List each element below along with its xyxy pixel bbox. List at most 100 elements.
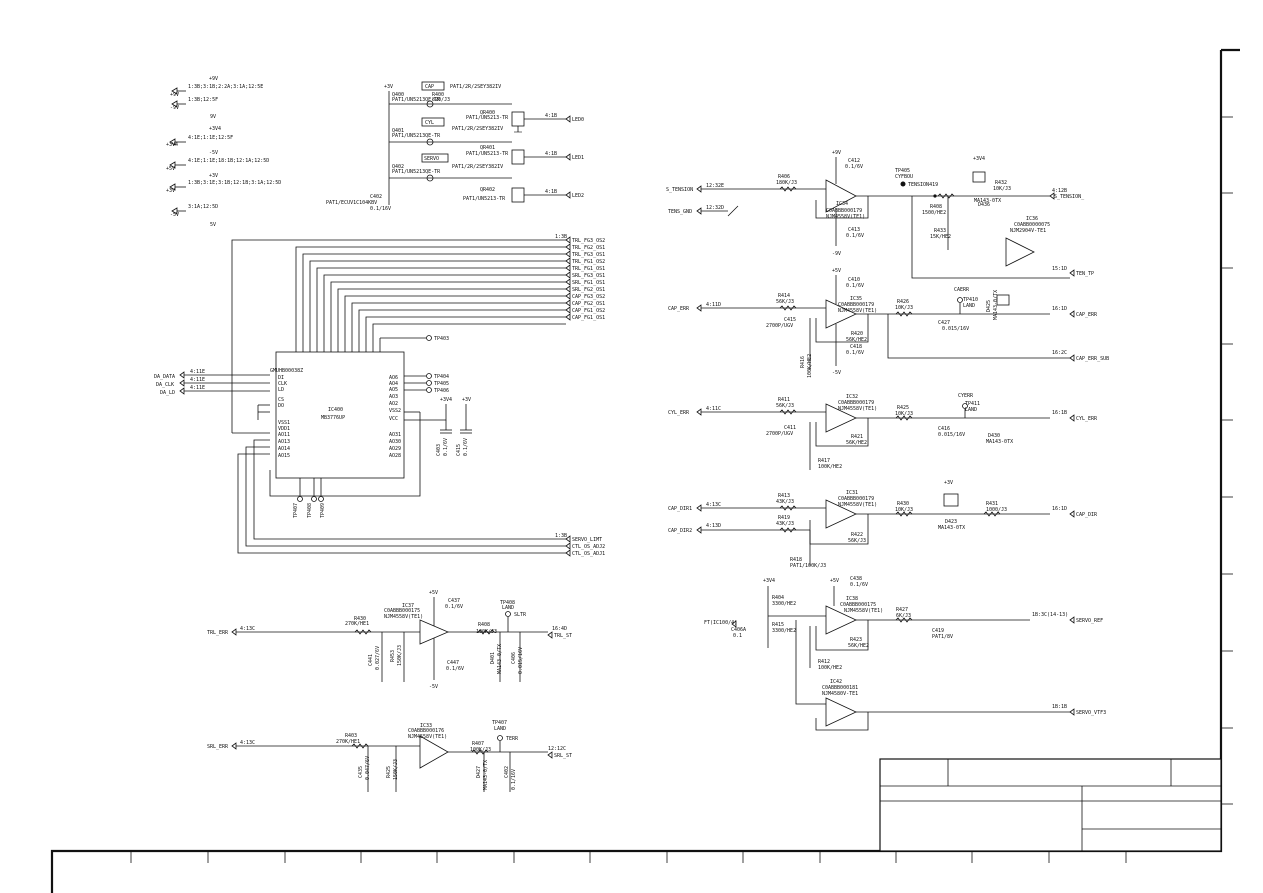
schematic-label: D401: [490, 652, 496, 664]
schematic-label: 43K/J3: [776, 499, 794, 505]
schematic-label: R430: [354, 616, 366, 622]
servo-ref-in-net: FT(IC100/4): [704, 620, 737, 626]
tension-in-net: S_TENSION: [666, 187, 693, 193]
schematic-label: 0.1: [733, 633, 742, 639]
cap-dir-out-net: CAP_DIR: [1076, 512, 1098, 518]
schematic-label: 1:3B: [555, 533, 567, 539]
schematic-label: C447: [447, 660, 459, 666]
schematic-label: 0.1/6V: [446, 666, 464, 672]
led-r: R400: [432, 92, 444, 98]
schematic-label: 4:12B: [1052, 188, 1067, 194]
cap-err-section: CAP_ERR 4:11D R414 56K/J3 C415 2700P/UGV…: [668, 268, 1109, 378]
schematic-label: C418: [850, 344, 862, 350]
schematic-label: SRL_FG1_OS1: [572, 280, 605, 286]
schematic-label: LAND: [502, 605, 514, 611]
led-ref: 4:1B: [545, 189, 557, 195]
led-q: Q402: [392, 164, 404, 170]
dac-testpoints: TP403 TP404 TP405 TP406 TP407 TP408 TP40…: [293, 335, 449, 518]
schematic-label: R422: [851, 532, 863, 538]
schematic-label: R408: [478, 622, 490, 628]
schematic-label: +5V: [830, 578, 839, 584]
led-qapart: PAT1/UN5213-TR: [466, 115, 509, 121]
led-tag: CAP: [425, 84, 434, 90]
schematic-label: +3V4: [440, 397, 452, 403]
schematic-label: IC31: [846, 490, 858, 496]
led-part: PAT1/2R/2SEY382IV: [452, 126, 503, 132]
schematic-label: 270K/HE1: [345, 621, 369, 627]
schematic-label: 100K/HE2: [818, 665, 842, 671]
schematic-label: TP407: [293, 503, 299, 518]
schematic-label: R426: [897, 299, 909, 305]
schematic-label: 56K/HE2: [846, 337, 867, 343]
schematic-label: 12:32E: [706, 183, 724, 189]
led-tag-box: [421, 81, 445, 91]
schematic-label: C410: [848, 277, 860, 283]
schematic-label: C0ABBB000181: [822, 685, 858, 691]
schematic-label: IC35: [850, 296, 862, 302]
servo-ref-out2-net: SERVO_VTF3: [1076, 710, 1106, 716]
schematic-label: CLK: [278, 381, 287, 387]
schematic-label: R416: [800, 356, 806, 368]
schematic-label: AO4: [389, 381, 398, 387]
schematic-label: AO28: [389, 453, 401, 459]
schematic-label: IC34: [836, 201, 848, 207]
srl-opamp: [419, 735, 449, 769]
schematic-label: NJM4558V(TE1): [844, 608, 883, 614]
schematic-label: 3300/HE2: [772, 628, 796, 634]
schematic-label: 16:1D: [1052, 306, 1067, 312]
srl-amp-section: SRL_ERR 4:13C R403 270K/HE1 IC33 C0ABBB0…: [207, 720, 572, 792]
schematic-label: R425: [897, 405, 909, 411]
schematic-label: TP403: [434, 336, 449, 342]
schematic-label: R403: [345, 733, 357, 739]
schematic-label: TP411: [965, 401, 980, 407]
schematic-label: C438: [850, 576, 862, 582]
schematic-label: C0ABBB000175: [840, 602, 876, 608]
led-cap-val2: 0.1/16V: [370, 206, 391, 212]
schematic-label: TP404: [434, 374, 449, 380]
schematic-label: 4:13C: [706, 502, 721, 508]
schematic-label: MA143-0/TX: [497, 644, 503, 674]
led-q: Q401: [392, 128, 404, 134]
schematic-label: 56K/HE2: [846, 440, 867, 446]
dac-input-net: DA_LD: [160, 390, 175, 396]
dac-output-bus: [231, 239, 566, 434]
cyl-err-section: CYL_ERR 4:11C R411 56K/J3 C411 2700P/UGV…: [668, 393, 1098, 470]
schematic-label: 150K/J3: [397, 645, 403, 666]
schematic-label: CS: [278, 397, 284, 403]
schematic-label: NJM2904V-TE1: [1010, 228, 1046, 234]
schematic-label: D425: [986, 300, 992, 312]
led-qa: QR401: [480, 145, 495, 151]
schematic-label: 1:3B: [555, 234, 567, 240]
schematic-label: 16:1B: [1052, 410, 1067, 416]
schematic-label: VSS1: [278, 420, 290, 426]
schematic-label: AO29: [389, 446, 401, 452]
trl-amp-section: TRL_ERR 4:13C R430 270K/HE1 IC37 C0ABBB0…: [207, 590, 572, 690]
schematic-label: 4:11E: [190, 385, 205, 391]
frame-bottom-ticks: [130, 851, 1127, 863]
cap-dir2-in-net: CAP_DIR2: [668, 528, 692, 534]
schematic-label: 2700P/UGV: [766, 323, 793, 329]
schematic-label: 0.1/6V: [443, 438, 449, 456]
dac-ic400-body: [275, 351, 405, 479]
schematic-label: 100K/J3: [470, 747, 491, 753]
schematic-label: C441: [368, 654, 374, 666]
frame-side-ticks: [1221, 116, 1233, 805]
rail-net: -9V: [170, 105, 179, 111]
schematic-label: NJM4558V(TE1): [826, 214, 865, 220]
schematic-label: C435: [358, 766, 364, 778]
led-out-label: LED1: [572, 155, 584, 161]
rail-net: +3V4: [166, 142, 178, 148]
schematic-label: IC32: [846, 394, 858, 400]
schematic-label: C419: [932, 628, 944, 634]
rail-ref: 3:1A;12:5D: [188, 204, 218, 210]
rail-top-label: +3V: [209, 173, 218, 179]
dac-section: IC400 MB3776UP GMUHB00038Z DI CLK LD CS …: [154, 234, 605, 557]
schematic-label: R423: [850, 637, 862, 643]
trl-out-net: TRL_ST: [554, 633, 572, 639]
schematic-label: 3300/HE2: [772, 601, 796, 607]
schematic-label: C0ABBB000176: [408, 728, 444, 734]
schematic-label: C403: [436, 444, 442, 456]
schematic-label: 150K/J3: [393, 759, 399, 780]
schematic-label: C415: [784, 317, 796, 323]
